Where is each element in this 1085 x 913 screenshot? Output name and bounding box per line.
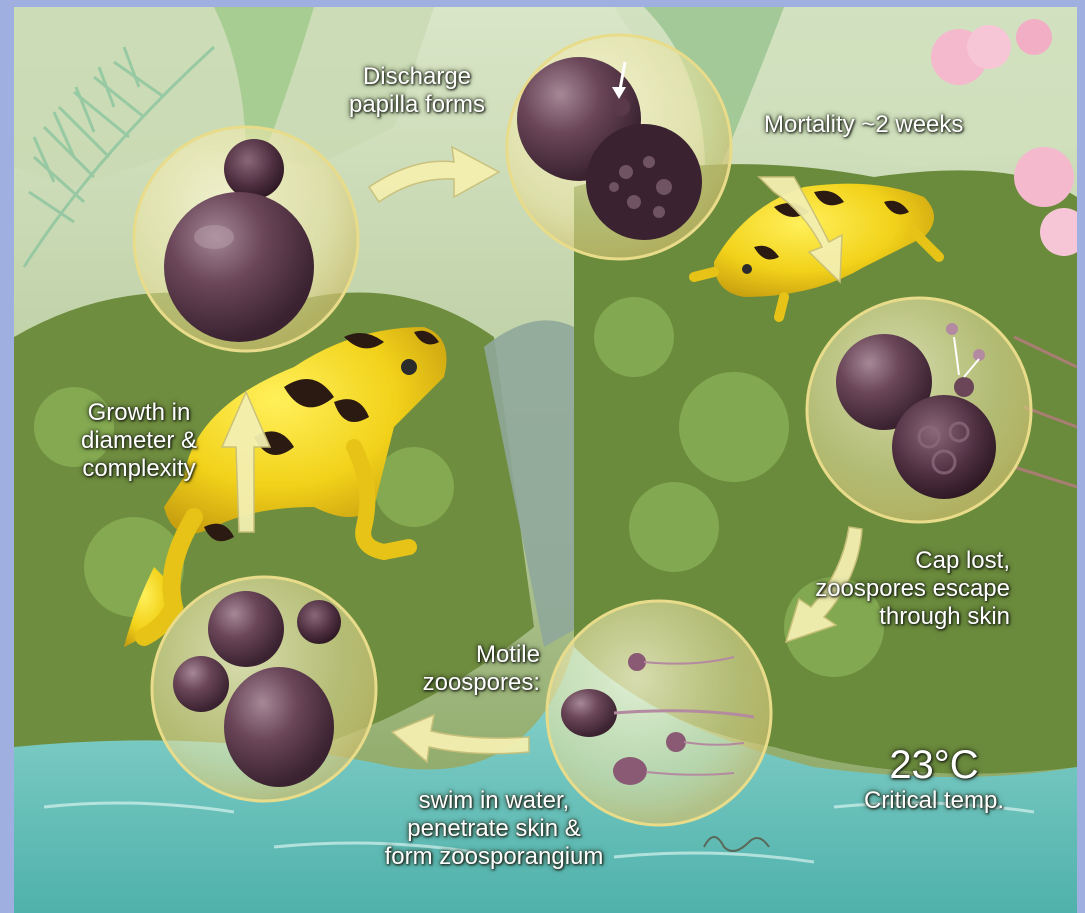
label-mortality: Mortality ~2 weeks — [764, 111, 1054, 139]
sporangium-cutaway — [586, 124, 702, 240]
label-motile: Motile zoospores: — [400, 641, 540, 697]
stage-bubble-growth — [134, 127, 358, 351]
temperature-value: 23°C — [834, 743, 1034, 787]
sporangium-large — [164, 192, 314, 342]
temperature-callout: 23°C Critical temp. — [834, 743, 1034, 815]
life-cycle-illustration: Discharge papilla forms Mortality ~2 wee… — [14, 7, 1077, 913]
label-growth: Growth in diameter & complexity — [54, 399, 224, 483]
temperature-caption: Critical temp. — [834, 787, 1034, 815]
stage-bubble-discharge — [507, 35, 731, 259]
label-discharge: Discharge papilla forms — [332, 63, 502, 119]
sporangium-small — [224, 139, 284, 199]
label-cap-lost: Cap lost, zoospores escape through skin — [774, 547, 1010, 631]
label-swim: swim in water, penetrate skin & form zoo… — [354, 787, 634, 871]
stage-bubble-zoosporangium — [152, 577, 376, 801]
stage-bubble-cap-lost — [807, 298, 1031, 522]
